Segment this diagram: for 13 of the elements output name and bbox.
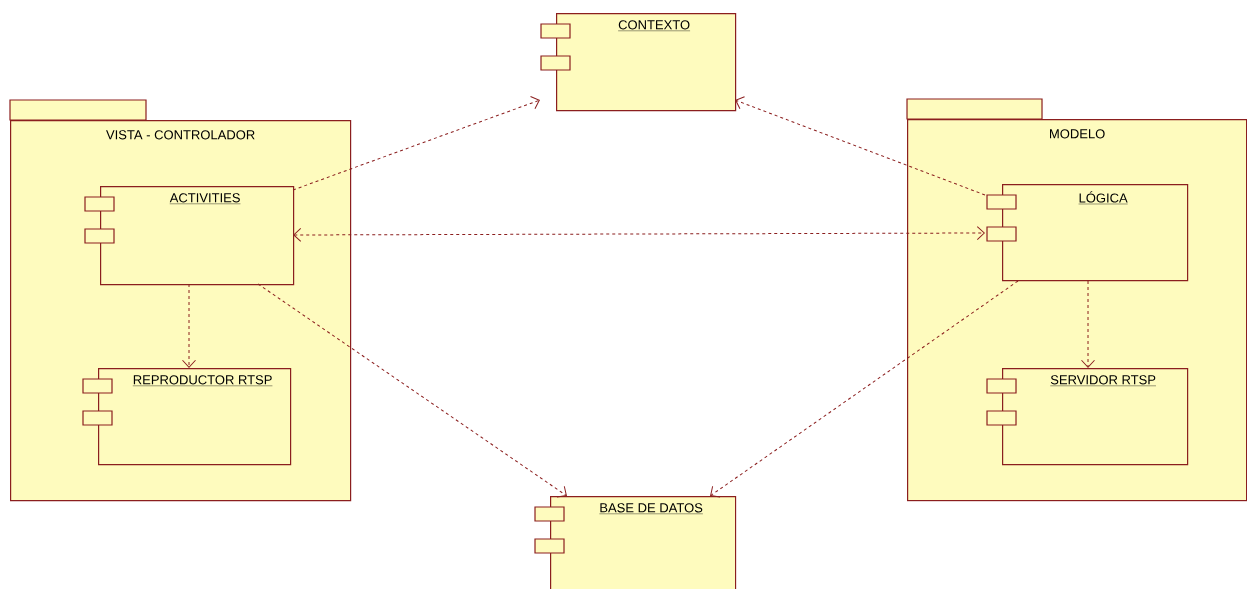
component-box: LÓGICA [986,184,1189,282]
component-box: REPRODUCTOR RTSP [82,368,292,466]
dependency-arrow [1081,280,1095,368]
dependency-arrow [292,96,540,191]
dependency-arrow [293,226,985,242]
component-box: CONTEXTO [540,13,737,112]
component-box: BASE DE DATOS [534,496,737,589]
dependency-arrow [735,96,986,196]
dependency-arrow [182,283,196,368]
dependency-arrow [710,280,1019,498]
component-box: SERVIDOR RTSP [986,368,1189,466]
dependency-arrow [257,283,567,498]
component-box: ACTIVITIES [84,186,295,286]
